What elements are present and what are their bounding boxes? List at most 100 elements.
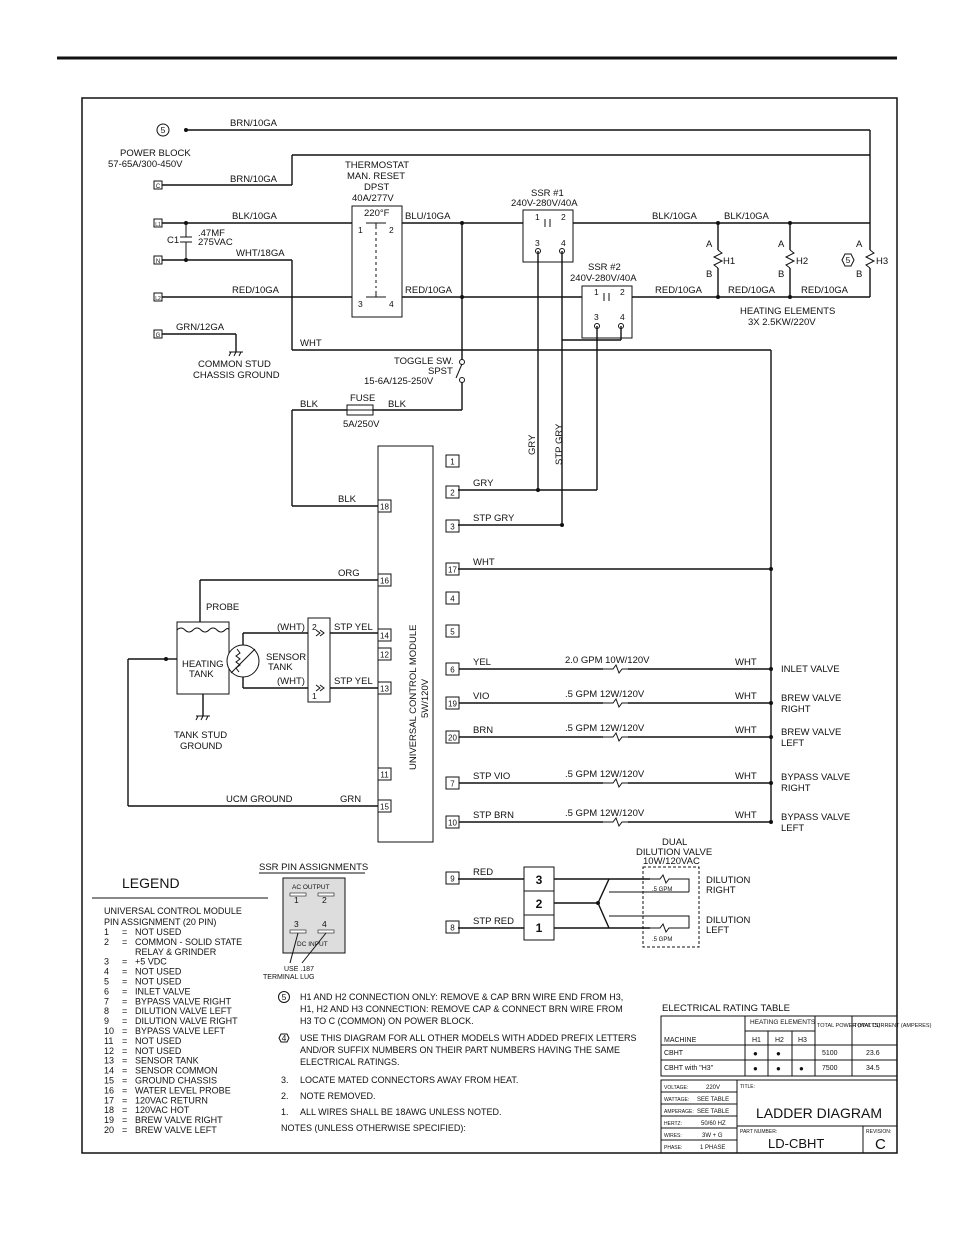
rating-header-machine: MACHINE	[664, 1037, 697, 1044]
wire-label-blk-10ga-ssr: BLK/10GA	[652, 211, 698, 222]
wire-label-gry-vertical: GRY	[527, 434, 538, 455]
brew-valve-left-label: BREW VALVE	[781, 727, 841, 738]
legend-item-text: NOT USED	[135, 977, 182, 987]
note-4-number: 4	[282, 1033, 287, 1043]
ucm-pin-number: 7	[450, 780, 455, 789]
wire-label-red-10ga-thermo: RED/10GA	[405, 285, 453, 296]
dilution-conn-pin-2: 2	[536, 897, 543, 911]
electrical-rating-table: ELECTRICAL RATING TABLE MACHINE HEATING …	[660, 1003, 932, 1077]
valve-coil	[603, 816, 628, 828]
pb-terminal-5: 5	[161, 125, 166, 135]
ssr-use-lug: USE .187	[284, 966, 314, 973]
ssr-key-pin-2: 2	[322, 895, 327, 905]
dilution-left-label-1: DILUTION	[706, 915, 750, 926]
legend-item-number: 5	[104, 977, 109, 987]
note-5-line-3: H3 TO C (COMMON) ON POWER BLOCK.	[300, 1016, 474, 1026]
tank-stud-label: TANK STUD	[174, 730, 227, 741]
thermostat-pin-1: 1	[358, 225, 363, 235]
legend-item-text: INLET VALVE	[135, 986, 191, 996]
legend-item-text: NOT USED	[135, 1036, 182, 1046]
legend-item-text: +5 VDC	[135, 957, 167, 967]
ucm-pin-number: 6	[450, 666, 455, 675]
rating-row-2-machine: CBHT with "H3"	[664, 1065, 714, 1072]
rating-row-1-amps: 23.6	[866, 1050, 880, 1057]
pb-terminal-c: C	[156, 184, 161, 190]
legend-item-text: NOT USED	[135, 1046, 182, 1056]
legend-item-number: 11	[104, 1036, 113, 1046]
dilution-left-gpm: .5 GPM	[652, 937, 672, 943]
legend-item-eq: =	[122, 1125, 127, 1135]
legend-item-number: 6	[104, 986, 109, 996]
ssr-key-pin-1: 1	[294, 895, 299, 905]
thermostat-man-reset: MAN. RESET	[347, 171, 405, 182]
legend-item-number: 15	[104, 1076, 114, 1086]
note-3-number: 3.	[281, 1075, 289, 1085]
legend-item-eq: =	[122, 996, 127, 1006]
valve-junction	[769, 820, 773, 824]
legend-item-number: 14	[104, 1066, 114, 1076]
tb-wattage-label: WATTAGE:	[664, 1097, 689, 1103]
rating-row-2-h3: ●	[799, 1064, 804, 1073]
ssr-pin-title: SSR PIN ASSIGNMENTS	[259, 862, 368, 873]
legend-heading-2: PIN ASSIGNMENT (20 PIN)	[104, 917, 216, 927]
tb-wires: 3W + G	[702, 1133, 723, 1139]
wire-label-brn-10ga-c: BRN/10GA	[230, 174, 278, 185]
wire-label-brn-10ga-top: BRN/10GA	[230, 118, 278, 129]
valve-rating-label: .5 GPM 12W/120V	[565, 769, 645, 780]
valve-rating-label: .5 GPM 12W/120V	[565, 808, 645, 819]
wire-label-wht-neutral: WHT	[300, 338, 322, 349]
valve-wire-label: STP BRN	[473, 810, 514, 821]
title-block: VOLTAGE: 220V WATTAGE: SEE TABLE AMPERAG…	[660, 1079, 898, 1154]
valve-labels: INLET VALVE BREW VALVE RIGHT BREW VALVE …	[781, 664, 850, 834]
bypass-valve-left-label: BYPASS VALVE	[781, 812, 850, 823]
legend-item-text: WATER LEVEL PROBE	[135, 1085, 231, 1095]
note-1-number: 1.	[281, 1107, 289, 1117]
rating-header-current: TOTAL CURRENT (AMPERES)	[854, 1023, 932, 1029]
ucm-name: UNIVERSAL CONTROL MODULE	[408, 624, 419, 770]
legend-item-eq: =	[122, 1026, 127, 1036]
legend-item-number: 19	[104, 1115, 114, 1125]
fuse-rating: 5A/250V	[343, 419, 380, 430]
wire-label-wht-pin17: WHT	[473, 557, 495, 568]
tb-title: LADDER DIAGRAM	[756, 1105, 882, 1121]
legend-item-text: DILUTION VALVE LEFT	[135, 1006, 232, 1016]
ucm-pin-box	[445, 624, 460, 638]
legend-item-text: BREW VALVE RIGHT	[135, 1115, 223, 1125]
rating-row-1-h2: ●	[776, 1049, 781, 1058]
ucm-pin-box	[445, 920, 460, 934]
dilution-valve-label: DILUTION VALVE	[636, 847, 712, 858]
h3-note-marker: 5	[846, 255, 851, 265]
ssr1-pin-2: 2	[561, 212, 566, 222]
legend-item-text: RELAY & GRINDER	[135, 947, 217, 957]
legend-item-text: GROUND CHASSIS	[135, 1076, 217, 1086]
sensor-tank-label: TANK	[268, 662, 293, 673]
legend-item-number: 12	[104, 1046, 114, 1056]
thermostat-label: THERMOSTAT	[345, 160, 409, 171]
dilution-conn-pin-1: 1	[536, 921, 543, 935]
legend-item-number: 2	[104, 937, 109, 947]
valve-rating-label: 2.0 GPM 10W/120V	[565, 655, 650, 666]
valve-junction	[769, 735, 773, 739]
legend-item-number: 7	[104, 996, 109, 1006]
legend-item-text: NOT USED	[135, 927, 182, 937]
wire-label-grn: GRN	[340, 794, 361, 805]
note-5-line-1: H1 AND H2 CONNECTION ONLY: REMOVE & CAP …	[300, 992, 623, 1002]
wire-label-stp-yel-13: STP YEL	[334, 676, 373, 687]
ucm-pin-number: 13	[380, 685, 389, 694]
rating-table-title: ELECTRICAL RATING TABLE	[662, 1003, 790, 1014]
thermostat: THERMOSTAT MAN. RESET DPST 40A/277V 220°…	[345, 160, 464, 360]
notes-footer: NOTES (UNLESS OTHERWISE SPECIFIED):	[281, 1123, 466, 1133]
wire-label-blu-10ga: BLU/10GA	[405, 211, 451, 222]
ucm-pin-number: 20	[448, 734, 457, 743]
ucm-rating: 5W/120V	[420, 678, 431, 718]
legend-item-eq: =	[122, 1115, 127, 1125]
legend-item-number: 16	[104, 1085, 114, 1095]
legend-item-number: 20	[104, 1125, 114, 1135]
ssr-pin-assignments: SSR PIN ASSIGNMENTS AC OUTPUT 1 2 3 4 DC…	[259, 862, 368, 981]
rating-row-1-h1: ●	[753, 1049, 758, 1058]
ucm-pin-number: 16	[380, 577, 389, 586]
legend-item-text: BYPASS VALVE LEFT	[135, 1026, 226, 1036]
ssr2-pin-1: 1	[594, 287, 599, 297]
legend-item-eq: =	[122, 1056, 127, 1066]
note-4-line-1: USE THIS DIAGRAM FOR ALL OTHER MODELS WI…	[300, 1033, 637, 1043]
